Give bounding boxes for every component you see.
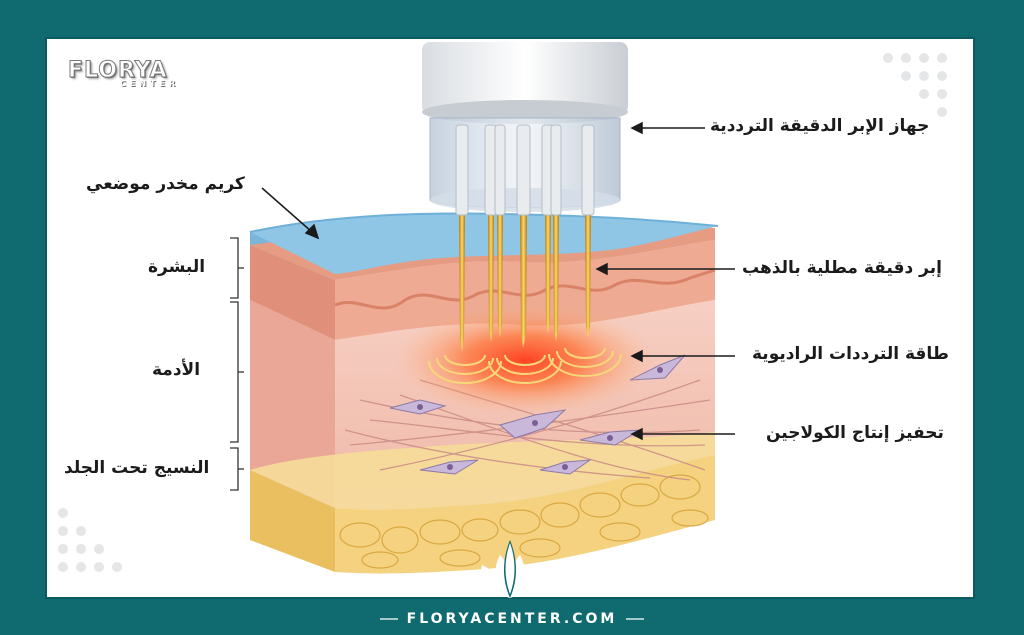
label-subcutaneous: النسيج تحت الجلد <box>64 458 210 478</box>
block-side-epidermis <box>250 245 335 340</box>
label-needles: إبر دقيقة مطلية بالذهب <box>742 258 942 278</box>
block-side-dermis <box>250 300 335 508</box>
label-device: جهاز الإبر الدقيقة الترددية <box>710 116 930 136</box>
label-epidermis: البشرة <box>148 257 206 277</box>
decor-dots-bottom-left <box>58 508 122 572</box>
label-dermis: الأدمة <box>152 360 201 380</box>
layer-brackets <box>230 237 244 491</box>
brand-logo: FLORYA CENTER <box>68 58 188 89</box>
decor-dots-top-right <box>883 53 947 117</box>
block-side-fat <box>250 470 335 572</box>
fat-layer <box>335 455 715 574</box>
label-rf-energy: طاقة الترددات الراديوية <box>752 344 949 364</box>
website-url: FLORYACENTER.COM <box>406 611 618 627</box>
gold-needles <box>459 215 591 352</box>
rf-microneedling-device <box>422 42 628 216</box>
fat-top <box>250 432 715 510</box>
fat-cells <box>339 474 709 569</box>
logo-sub-text: CENTER <box>120 79 180 88</box>
label-collagen: تحفيز إنتاج الكولاجين <box>766 423 944 443</box>
label-cream: كريم مخدر موضعي <box>86 174 245 194</box>
lotus-logo <box>481 540 539 598</box>
logo-main-text: FLORYA <box>68 58 168 84</box>
pointer-arrows <box>261 121 735 441</box>
cream-layer <box>250 213 718 274</box>
rf-waves <box>428 347 622 384</box>
epidermis-wave <box>334 268 716 310</box>
